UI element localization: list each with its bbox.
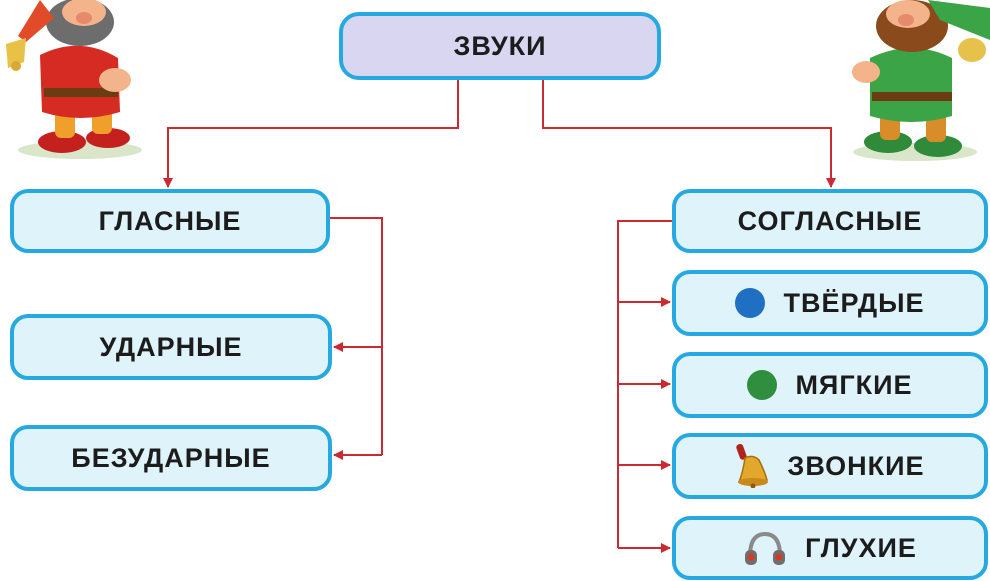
voiceless-consonants-label: ГЛУХИЕ	[805, 532, 917, 563]
red-gnome-illustration	[6, 0, 142, 159]
soft-consonants-label: МЯГКИЕ	[795, 369, 913, 400]
green-dot-icon	[747, 370, 778, 400]
root-to-vowels-arrow	[163, 78, 459, 188]
vowels-node: ГЛАСНЫЕ	[10, 189, 330, 253]
green-gnome-illustration	[852, 0, 990, 161]
root-node: ЗВУКИ	[339, 12, 661, 80]
root-label: ЗВУКИ	[453, 30, 547, 61]
voiced-consonants-label: ЗВОНКИЕ	[787, 450, 925, 481]
vowels-bracket-line	[328, 217, 383, 455]
headphones-icon	[743, 530, 787, 566]
hard-consonants-label: ТВЁРДЫЕ	[783, 287, 925, 318]
voiceless-consonants-node: ГЛУХИЕ	[672, 516, 988, 580]
soft-consonants-node: МЯГКИЕ	[672, 352, 988, 418]
consonants-label: СОГЛАСНЫЕ	[737, 205, 923, 236]
stressed-vowels-node: УДАРНЫЕ	[10, 314, 332, 380]
bell-icon	[735, 444, 769, 488]
consonants-bracket-line	[617, 220, 672, 548]
unstressed-vowels-label: БЕЗУДАРНЫЕ	[71, 442, 271, 473]
unstressed-vowels-node: БЕЗУДАРНЫЕ	[10, 425, 332, 491]
hard-consonants-node: ТВЁРДЫЕ	[672, 270, 988, 336]
consonants-node: СОГЛАСНЫЕ	[672, 189, 988, 253]
root-to-consonants-arrow	[542, 78, 836, 188]
blue-dot-icon	[735, 288, 766, 318]
vowels-label: ГЛАСНЫЕ	[98, 205, 242, 236]
voiced-consonants-node: ЗВОНКИЕ	[672, 433, 988, 499]
stressed-vowels-label: УДАРНЫЕ	[99, 331, 243, 362]
